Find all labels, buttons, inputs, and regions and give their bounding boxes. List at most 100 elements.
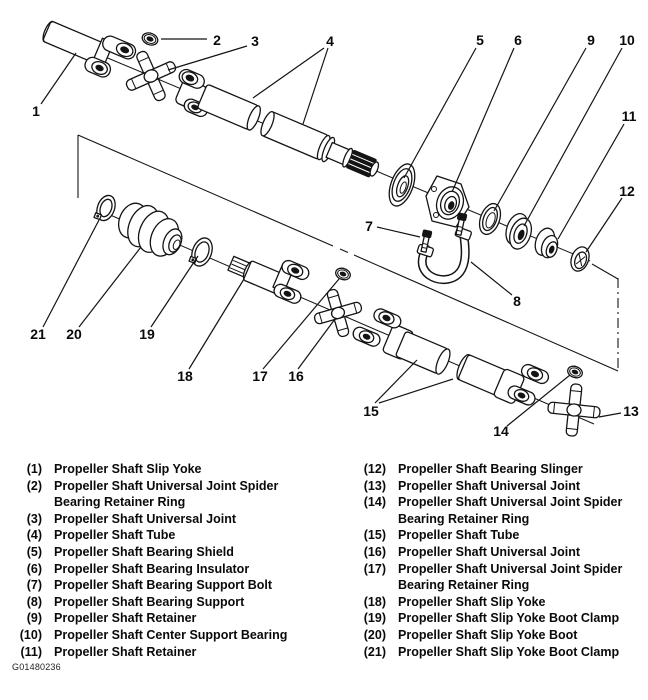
callout-number-13: 13 bbox=[623, 403, 639, 419]
part-2-spider-bearing-retainer-ring bbox=[141, 32, 159, 46]
legend-column-left: (1)Propeller Shaft Slip Yoke(2)Propeller… bbox=[8, 461, 326, 660]
legend-item-left-5: (6)Propeller Shaft Bearing Insulator bbox=[8, 561, 326, 578]
legend-item-label: Propeller Shaft Universal Joint Spider B… bbox=[398, 561, 623, 593]
legend-item-label: Propeller Shaft Universal Joint Spider B… bbox=[398, 495, 623, 526]
leader-line-7 bbox=[376, 226, 421, 238]
leader-line-4-2 bbox=[302, 47, 329, 125]
part-14-spider-bearing-retainer-ring bbox=[567, 365, 583, 379]
part-11-retainer bbox=[534, 227, 559, 259]
legend-item-number: (12) bbox=[363, 462, 386, 476]
part-19-boot-clamp bbox=[188, 237, 213, 267]
legend-item-number: (11) bbox=[20, 644, 42, 659]
part-4-tube-front bbox=[197, 84, 261, 131]
legend-item-right-3: (15)Propeller Shaft Tube bbox=[352, 527, 642, 544]
legend-item-right-9: (21) Propeller Shaft Slip Yoke Boot Clamp bbox=[352, 644, 642, 661]
legend-item-number: (21) bbox=[363, 644, 386, 659]
legend-item-number: (9) bbox=[26, 611, 42, 626]
legend-item-number: (3) bbox=[26, 511, 42, 526]
legend-item-right-7: (19)Propeller Shaft Slip Yoke Boot Clamp bbox=[352, 610, 642, 627]
legend-item-left-2: (3)Propeller Shaft Universal Joint bbox=[8, 511, 326, 528]
leader-line-20 bbox=[78, 246, 142, 328]
legend-item-label: Propeller Shaft Universal Joint bbox=[398, 478, 580, 493]
part-16-universal-joint bbox=[313, 288, 363, 338]
part-20-slip-yoke-boot bbox=[118, 202, 183, 257]
legend-item-label: Propeller Shaft Slip Yoke Boot bbox=[398, 627, 578, 642]
callout-number-14: 14 bbox=[493, 423, 509, 439]
part-18-slip-yoke bbox=[227, 255, 310, 304]
legend-item-label: Propeller Shaft Tube bbox=[398, 528, 520, 543]
legend-item-left-8: (9)Propeller Shaft Retainer bbox=[8, 610, 326, 627]
callout-number-12: 12 bbox=[619, 183, 635, 199]
legend-item-left-7: (8)Propeller Shaft Bearing Support bbox=[8, 594, 326, 611]
legend-item-label: Propeller Shaft Bearing Insulator bbox=[54, 561, 250, 576]
legend-item-right-4: (16)Propeller Shaft Universal Joint bbox=[352, 544, 642, 561]
callout-number-8: 8 bbox=[513, 293, 521, 309]
legend-item-number: (13) bbox=[363, 478, 386, 493]
leader-line-17 bbox=[262, 278, 340, 370]
part-9-retainer bbox=[478, 202, 502, 236]
callout-number-4: 4 bbox=[326, 33, 334, 49]
legend-item-right-6: (18)Propeller Shaft Slip Yoke bbox=[352, 594, 642, 611]
callout-number-2: 2 bbox=[213, 32, 221, 48]
legend-item-label: Propeller Shaft Universal Joint bbox=[398, 544, 580, 559]
legend-item-left-1: (2)Propeller Shaft Universal Joint Spide… bbox=[8, 478, 326, 511]
legend-item-left-10: (11) Propeller Shaft Retainer bbox=[8, 644, 326, 661]
legend-item-right-5: (17) Propeller Shaft Universal Joint Spid… bbox=[352, 561, 642, 594]
legend-item-label: Propeller Shaft Bearing Slinger bbox=[398, 462, 583, 476]
legend-item-label: Propeller Shaft Center Support Bearing bbox=[54, 627, 288, 642]
legend-item-right-8: (20) Propeller Shaft Slip Yoke Boot bbox=[352, 627, 642, 644]
leader-line-15-2 bbox=[378, 378, 454, 404]
legend-item-left-3: (4)Propeller Shaft Tube bbox=[8, 527, 326, 544]
legend-item-label: Propeller Shaft Slip Yoke Boot Clamp bbox=[398, 611, 620, 626]
legend-item-left-0: (1)Propeller Shaft Slip Yoke bbox=[8, 461, 326, 478]
part-17-spider-bearing-retainer-ring bbox=[335, 267, 351, 281]
figure-code: G01480236 bbox=[12, 662, 61, 672]
callout-number-9: 9 bbox=[587, 32, 595, 48]
legend-item-label: Propeller Shaft Slip Yoke Boot Clamp bbox=[398, 644, 620, 659]
legend-item-number: (1) bbox=[26, 462, 42, 476]
legend-item-right-0: (12) Propeller Shaft Bearing Slinger bbox=[352, 461, 642, 478]
legend-item-number: (5) bbox=[26, 544, 42, 559]
leader-line-15-1 bbox=[374, 359, 418, 404]
legend-item-number: (20) bbox=[363, 627, 386, 642]
callout-number-10: 10 bbox=[619, 32, 635, 48]
legend-item-label: Propeller Shaft Universal Joint Spider B… bbox=[54, 478, 279, 510]
reference-plane-lines bbox=[77, 134, 619, 372]
leader-lines bbox=[40, 38, 625, 427]
legend-item-label: Propeller Shaft Bearing Support Bolt bbox=[54, 578, 273, 593]
legend-column-right: (12) Propeller Shaft Bearing Slinger (13) P… bbox=[352, 461, 642, 660]
callout-number-18: 18 bbox=[177, 368, 193, 384]
part-21-boot-clamp bbox=[93, 194, 116, 222]
legend-item-left-6: (7)Propeller Shaft Bearing Support Bolt bbox=[8, 577, 326, 594]
leader-line-16 bbox=[297, 318, 336, 370]
legend-item-label: Propeller Shaft Slip Yoke bbox=[398, 594, 546, 609]
leader-line-12 bbox=[585, 197, 623, 253]
callout-number-11: 11 bbox=[622, 108, 637, 124]
legend-item-right-1: (13) Propeller Shaft Universal Joint bbox=[352, 478, 642, 495]
leader-line-14 bbox=[506, 374, 571, 427]
callout-number-17: 17 bbox=[252, 368, 268, 384]
leader-line-13 bbox=[598, 412, 622, 418]
leader-line-8 bbox=[470, 261, 513, 296]
leader-line-4-1 bbox=[252, 47, 325, 99]
callout-number-7: 7 bbox=[365, 218, 373, 234]
legend-item-number: (17) bbox=[363, 561, 386, 576]
part-1-slip-yoke bbox=[42, 20, 137, 78]
legend-item-left-9: (10)Propeller Shaft Center Support Beari… bbox=[8, 627, 326, 644]
part-15-tube-rear-with-yoke bbox=[456, 354, 550, 406]
callout-number-1: 1 bbox=[32, 103, 40, 119]
part-7-support-bolt-2 bbox=[455, 212, 468, 236]
leader-line-18 bbox=[188, 278, 245, 370]
callout-number-16: 16 bbox=[288, 368, 304, 384]
leader-line-11 bbox=[557, 123, 625, 240]
legend-item-label: Propeller Shaft Bearing Shield bbox=[54, 544, 234, 559]
leader-line-1 bbox=[40, 52, 77, 105]
legend-item-label: Propeller Shaft Retainer bbox=[54, 644, 197, 659]
callout-number-21: 21 bbox=[30, 326, 46, 342]
legend-item-label: Propeller Shaft Tube bbox=[54, 528, 176, 543]
callout-number-19: 19 bbox=[139, 326, 155, 342]
legend-item-label: Propeller Shaft Bearing Support bbox=[54, 594, 245, 609]
leader-line-10 bbox=[523, 47, 623, 227]
